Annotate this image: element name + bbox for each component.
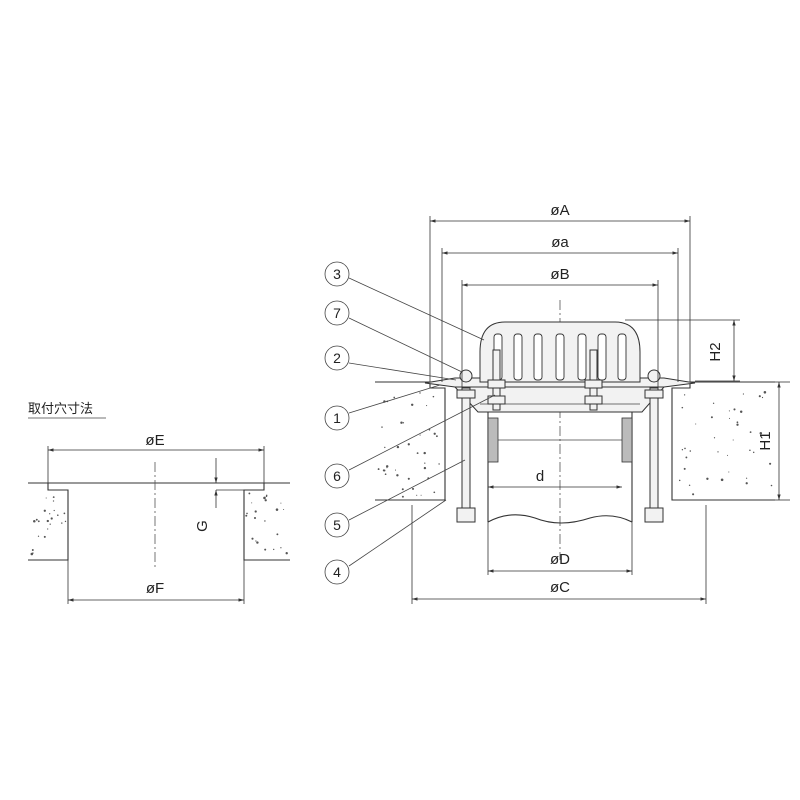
- strainer-slot: [513, 333, 523, 381]
- dim-E-label: øE: [145, 432, 164, 449]
- slab-left-block: [28, 482, 69, 561]
- callout-6: 6: [324, 394, 496, 489]
- svg-text:4: 4: [333, 564, 341, 580]
- callout-2: 2: [324, 345, 457, 381]
- strainer-slot: [555, 333, 565, 381]
- flange-nut-right: [647, 369, 661, 383]
- dim-H2-label: H2: [707, 342, 724, 361]
- dim-F-label: øF: [146, 580, 164, 597]
- anchor-bolt-left: [456, 387, 476, 523]
- clamp-bolt-left: [487, 349, 506, 411]
- svg-text:7: 7: [333, 305, 341, 321]
- dim-D-label: øD: [550, 551, 570, 568]
- dim-C-label: øC: [550, 579, 570, 596]
- dim-H1-label: H1: [757, 431, 774, 450]
- dim-a-label: øa: [551, 234, 569, 251]
- clamp-bolt-right: [584, 349, 603, 411]
- pipe-gasket-left: [487, 417, 499, 463]
- strainer-slot: [577, 333, 587, 381]
- strainer-slot: [597, 333, 607, 381]
- concrete-texture-right: [377, 391, 773, 498]
- svg-text:2: 2: [333, 350, 341, 366]
- callout-7: 7: [324, 300, 463, 373]
- pipe-gasket-right: [621, 417, 633, 463]
- svg-text:5: 5: [333, 517, 341, 533]
- strainer-slots: [493, 333, 627, 381]
- drain-section-view: øA øa øB H2 H1 d øD øC: [324, 202, 790, 604]
- slab-right-left-block: [375, 381, 446, 501]
- svg-text:1: 1: [333, 410, 341, 426]
- mounting-hole-view: 取付穴寸法 øE G øF: [28, 402, 290, 604]
- svg-text:3: 3: [333, 266, 341, 282]
- strainer-slot: [617, 333, 627, 381]
- callout-5: 5: [324, 459, 466, 538]
- slab-right-block: [243, 482, 290, 561]
- callout-3: 3: [324, 261, 485, 341]
- dim-B-label: øB: [550, 266, 569, 283]
- anchor-bolt-right: [644, 387, 664, 523]
- callout-4: 4: [324, 499, 447, 585]
- concrete-texture-left: [30, 492, 288, 556]
- callout-1: 1: [324, 384, 441, 431]
- pipe-break-line: [487, 514, 633, 524]
- dim-d-label: d: [536, 468, 544, 485]
- dim-A-label: øA: [550, 202, 569, 219]
- strainer-slot: [533, 333, 543, 381]
- svg-text:6: 6: [333, 468, 341, 484]
- dim-G-label: G: [194, 520, 211, 532]
- mounting-hole-title: 取付穴寸法: [28, 402, 93, 417]
- slab-right-right-block: [671, 381, 775, 501]
- flange-nut-left: [459, 369, 473, 383]
